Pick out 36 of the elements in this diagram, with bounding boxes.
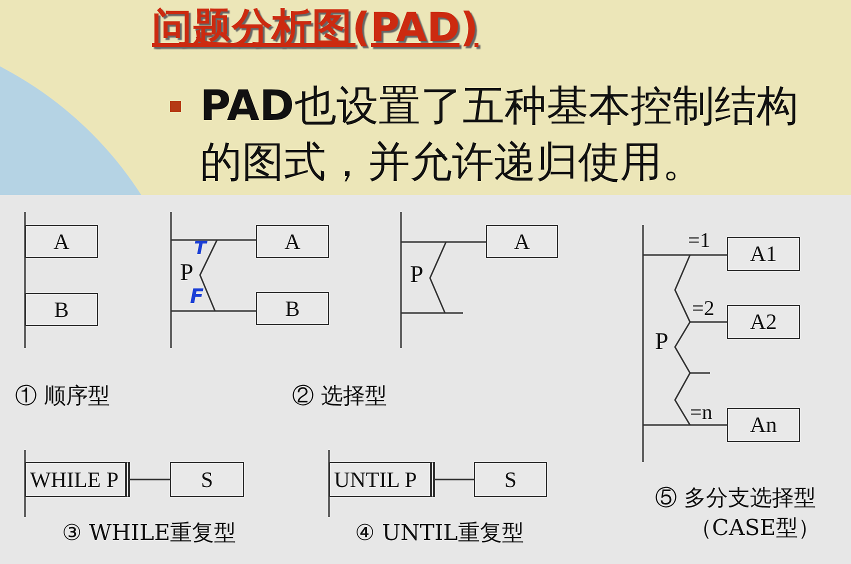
connector-line [130,478,170,480]
caption: ③ WHILE重复型 [62,520,236,548]
condition-label: P [655,329,668,356]
caption: （CASE型） [690,515,820,543]
caption: ① 顺序型 [15,383,110,411]
handwritten-mark: F [190,284,204,308]
edge-label: =1 [688,228,710,253]
edge-label: =2 [692,296,714,321]
process-box: S [474,462,547,497]
loop-condition-box: WHILE P [25,462,130,497]
process-box: An [727,408,800,442]
connector-line [435,478,474,480]
caption: ④ UNTIL重复型 [355,520,524,548]
process-box: B [25,293,98,326]
connector-line [643,424,727,426]
process-box: B [256,292,329,325]
loop-condition-box: UNTIL P [329,462,435,497]
condition-label: P [410,262,424,289]
process-box: A [25,225,98,258]
process-box: A1 [727,237,800,271]
edge-label: =n [690,400,712,425]
condition-label: P [180,260,194,287]
handwritten-mark: T [194,238,206,259]
caption: ⑤ 多分支选择型 [655,485,816,513]
process-box: A [256,225,329,258]
bullet-text: PAD也设置了五种基本控制结构的图式，并允许递归使用。 [200,80,800,188]
caption: ② 选择型 [292,383,387,411]
connector-line [401,241,486,243]
process-box: A2 [727,305,800,339]
connector-line [171,239,256,241]
connector-line [690,321,727,323]
process-box: S [170,462,244,497]
connector-line [643,254,727,256]
process-box: A [486,225,558,258]
connector-line [171,310,256,312]
title: 问题分析图(PAD) [152,4,478,53]
